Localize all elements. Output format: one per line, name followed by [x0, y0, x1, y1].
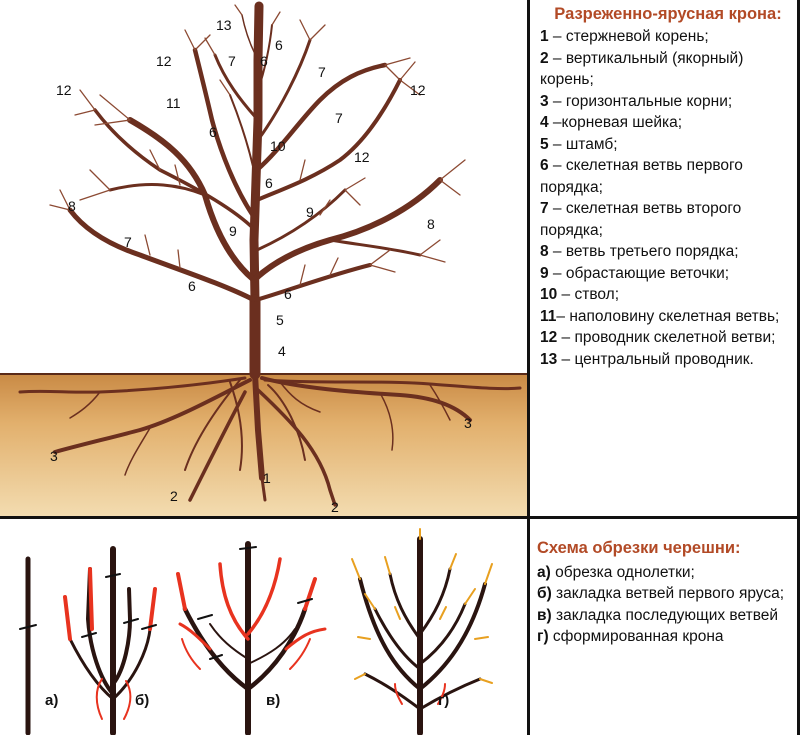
- label-6f: 6: [284, 286, 292, 302]
- vertical-divider: [527, 0, 530, 735]
- tree-crown: [67, 1, 443, 380]
- stage-v-label: в): [266, 692, 280, 709]
- legend-item: 13 – центральный проводник.: [540, 350, 754, 368]
- horizontal-divider: [0, 516, 800, 519]
- stage-g-label: г): [438, 692, 449, 709]
- label-4: 4: [278, 343, 286, 359]
- label-12a: 12: [156, 53, 172, 69]
- scheme-item: г) сформированная крона: [537, 628, 724, 645]
- tree-labels: 13 12 7 6 6 7 12 12 11 7 6 10 12 6 8 9 8…: [50, 17, 472, 515]
- label-9a: 9: [306, 204, 314, 220]
- legend-title: Разреженно-ярусная крона:: [554, 5, 782, 23]
- label-6b: 6: [275, 37, 283, 53]
- label-3a: 3: [50, 448, 58, 464]
- legend-item: 6 – скелетная ветвь первого порядка;: [540, 157, 743, 196]
- label-12d: 12: [354, 149, 370, 165]
- label-12b: 12: [56, 82, 72, 98]
- legend-item: 5 – штамб;: [540, 135, 618, 153]
- label-2b: 2: [331, 499, 339, 515]
- roots: [18, 371, 522, 507]
- label-7d: 7: [124, 234, 132, 250]
- stage-b-label: б): [135, 692, 149, 709]
- legend-panel: Разреженно-ярусная крона: 1 – стержневой…: [540, 4, 796, 370]
- scheme-item: а) обрезка однолетки;: [537, 563, 695, 581]
- scheme-item: в) закладка последующих ветвей: [537, 606, 779, 624]
- stage-a-label: а): [45, 692, 58, 709]
- legend-item: 2 – вертикальный (якорный) корень;: [540, 49, 744, 89]
- label-8b: 8: [427, 216, 435, 232]
- pruning-scheme-illustration: а) б) в) г): [19, 528, 493, 735]
- legend-item: 1 – стержневой корень;: [540, 28, 709, 45]
- right-border: [797, 0, 800, 735]
- stage-g-tree: [351, 528, 493, 735]
- label-1: 1: [263, 470, 271, 486]
- legend-item: 11– наполовину скелетная ветвь;: [540, 307, 780, 325]
- label-10: 10: [270, 138, 286, 154]
- label-9b: 9: [229, 223, 237, 239]
- legend-item: 3 – горизонтальные корни;: [540, 92, 733, 110]
- label-13: 13: [216, 17, 232, 33]
- stage-a-tree: [19, 556, 37, 735]
- legend-item: 8 – ветвь третьего порядка;: [540, 243, 739, 260]
- label-7c: 7: [335, 110, 343, 126]
- label-2a: 2: [170, 488, 178, 504]
- stage-b-tree: [63, 546, 157, 735]
- label-3b: 3: [464, 415, 472, 431]
- legend-item: 9 – обрастающие веточки;: [540, 264, 730, 282]
- label-7b: 7: [318, 64, 326, 80]
- scheme-item: б) закладка ветвей первого яруса;: [537, 585, 785, 602]
- legend-item: 10 – ствол;: [540, 286, 620, 303]
- tree-illustration: 13 12 7 6 6 7 12 12 11 7 6 10 12 6 8 9 8…: [0, 1, 527, 516]
- label-6c: 6: [209, 124, 217, 140]
- twigs: [49, 4, 466, 286]
- label-11: 11: [166, 95, 181, 111]
- legend-item: 12 – проводник скелетной ветви;: [540, 329, 776, 346]
- label-8a: 8: [68, 198, 76, 214]
- legend-item: 4 –корневая шейка;: [540, 114, 683, 131]
- label-6a: 6: [260, 53, 268, 69]
- scheme-panel: Схема обрезки черешни: а) обрезка одноле…: [537, 538, 797, 648]
- label-12c: 12: [410, 82, 426, 98]
- legend-item: 7 – скелетная ветвь второго порядка;: [540, 200, 742, 239]
- stage-v-tree: [176, 541, 327, 735]
- scheme-title: Схема обрезки черешни:: [537, 539, 741, 557]
- label-6e: 6: [188, 278, 196, 294]
- label-7a: 7: [228, 53, 236, 69]
- label-6d: 6: [265, 175, 273, 191]
- label-5: 5: [276, 312, 284, 328]
